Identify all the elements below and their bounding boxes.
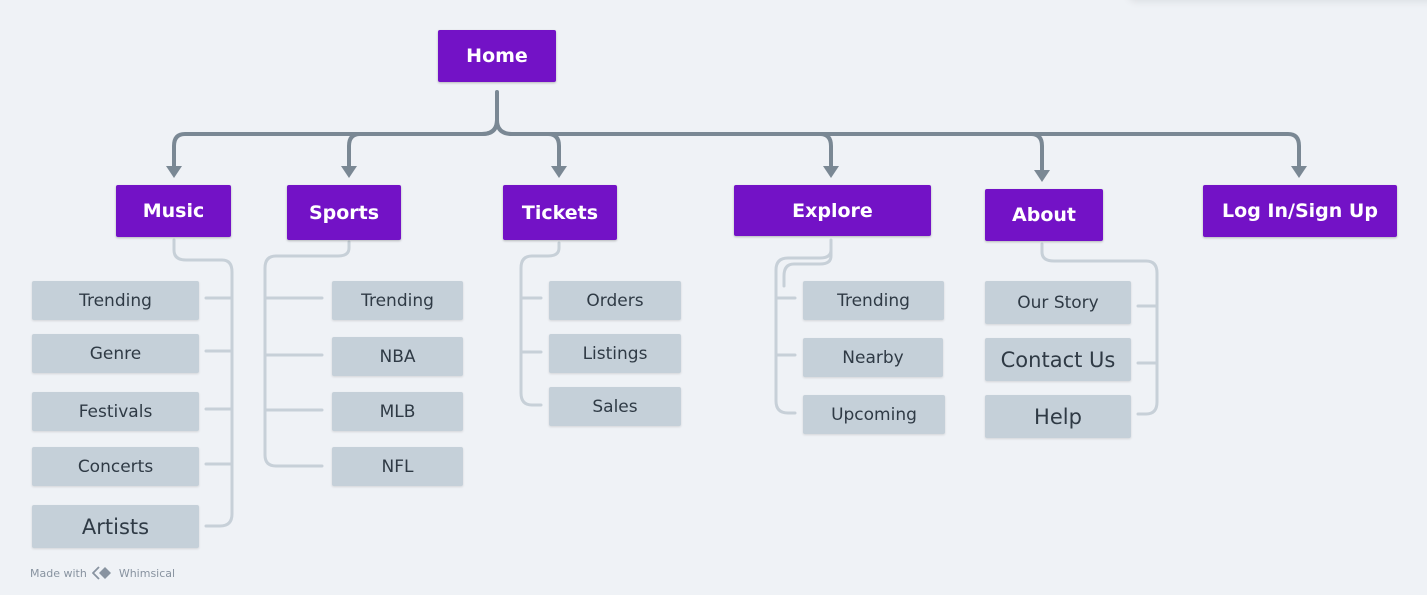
connector-music <box>172 118 499 170</box>
node-tickets-listings[interactable]: Listings <box>549 334 681 373</box>
node-music-concerts[interactable]: Concerts <box>32 447 199 486</box>
bracket-sports <box>263 240 351 468</box>
node-tickets-sales[interactable]: Sales <box>549 387 681 426</box>
root-connectors <box>172 90 1301 174</box>
node-about[interactable]: About <box>985 189 1103 241</box>
node-tickets-label: Tickets <box>521 201 599 224</box>
node-label: Contact Us <box>1000 347 1116 372</box>
node-label: NBA <box>379 346 416 367</box>
node-music-label: Music <box>142 200 205 222</box>
node-tickets[interactable]: Tickets <box>503 185 617 240</box>
node-explore-nearby[interactable]: Nearby <box>803 338 943 377</box>
node-explore[interactable]: Explore <box>734 185 931 236</box>
node-login-label: Log In/Sign Up <box>1222 200 1378 222</box>
bracket-explore-inner <box>782 246 833 288</box>
node-home[interactable]: Home <box>438 30 556 82</box>
node-label: Trending <box>361 290 434 311</box>
arrowhead-explore <box>823 166 839 178</box>
arrowhead-tickets <box>551 166 567 178</box>
node-music[interactable]: Music <box>116 185 231 237</box>
node-about-help[interactable]: Help <box>985 395 1131 438</box>
node-sports-trending[interactable]: Trending <box>332 281 463 320</box>
node-about-contact-us[interactable]: Contact Us <box>985 338 1131 381</box>
node-explore-trending[interactable]: Trending <box>803 281 944 320</box>
node-label: Concerts <box>77 456 154 477</box>
child-brackets <box>172 238 1159 528</box>
node-label: Listings <box>582 343 648 364</box>
bracket-about <box>1040 242 1159 416</box>
node-sports[interactable]: Sports <box>287 185 401 240</box>
connector-home-trunk <box>495 90 514 136</box>
node-sports-label: Sports <box>308 201 380 224</box>
node-about-our-story[interactable]: Our Story <box>985 281 1131 324</box>
node-label: Trending <box>79 290 152 311</box>
node-music-artists[interactable]: Artists <box>32 505 199 548</box>
node-label: Our Story <box>1017 292 1099 313</box>
node-label: Help <box>1034 404 1082 429</box>
arrowheads <box>166 166 1307 182</box>
arrowhead-sports <box>341 166 357 178</box>
node-label: Artists <box>81 514 150 539</box>
node-explore-label: Explore <box>792 199 873 222</box>
connector-about <box>818 132 1044 174</box>
node-explore-upcoming[interactable]: Upcoming <box>803 395 945 434</box>
arrowhead-about <box>1034 170 1050 182</box>
arrowhead-music <box>166 166 182 178</box>
node-about-label: About <box>1012 204 1076 226</box>
watermark-brand: Whimsical <box>118 566 176 580</box>
node-home-label: Home <box>466 45 528 67</box>
node-label: Orders <box>586 290 644 311</box>
node-sports-nba[interactable]: NBA <box>332 337 463 376</box>
bracket-explore <box>774 238 833 415</box>
connector-tickets <box>510 132 561 170</box>
connector-login <box>1029 132 1301 170</box>
node-label: Nearby <box>842 347 904 368</box>
bracket-music <box>172 238 234 528</box>
node-login[interactable]: Log In/Sign Up <box>1203 185 1397 237</box>
node-label: Upcoming <box>831 404 917 425</box>
connector-sports <box>347 118 499 170</box>
node-label: Trending <box>837 290 910 311</box>
node-sports-nfl[interactable]: NFL <box>332 447 463 486</box>
node-music-genre[interactable]: Genre <box>32 334 199 373</box>
node-tickets-orders[interactable]: Orders <box>549 281 681 320</box>
made-with-whimsical[interactable]: Made with Whimsical <box>30 566 175 580</box>
node-label: Festivals <box>78 401 153 422</box>
bracket-tickets <box>519 241 561 407</box>
node-label: Genre <box>89 343 142 364</box>
node-music-trending[interactable]: Trending <box>32 281 199 320</box>
node-label: MLB <box>379 401 416 422</box>
node-label: NFL <box>381 456 414 477</box>
whimsical-logo-icon <box>91 566 111 580</box>
watermark-prefix: Made with <box>30 566 87 580</box>
node-sports-mlb[interactable]: MLB <box>332 392 463 431</box>
node-label: Sales <box>592 396 638 417</box>
node-music-festivals[interactable]: Festivals <box>32 392 199 431</box>
arrowhead-login <box>1291 166 1307 178</box>
